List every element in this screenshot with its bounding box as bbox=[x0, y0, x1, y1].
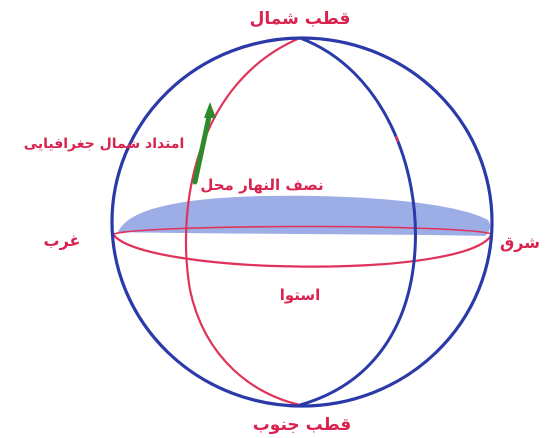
north-direction-arrow bbox=[192, 109, 213, 185]
west-label: غرب bbox=[44, 231, 81, 250]
equator-back bbox=[112, 225, 493, 235]
north-arrow-head bbox=[204, 102, 216, 118]
sphere-outline bbox=[110, 36, 494, 408]
local-meridian-circle bbox=[184, 36, 301, 407]
equator-line bbox=[112, 233, 493, 268]
horizon-plane bbox=[118, 195, 491, 236]
local-meridian-label: نصف النهار محل bbox=[200, 176, 323, 194]
north-pole-label: قطب شمال bbox=[250, 9, 351, 29]
meridian-tick bbox=[395, 135, 399, 143]
geographic-north-label: امتداد شمال جغرافیایی bbox=[24, 136, 185, 152]
east-label: شرق bbox=[500, 233, 540, 252]
equator-label: استوا bbox=[280, 286, 321, 304]
south-pole-label: قطب جنوب bbox=[253, 415, 352, 435]
blue-meridian-circle bbox=[299, 36, 417, 407]
